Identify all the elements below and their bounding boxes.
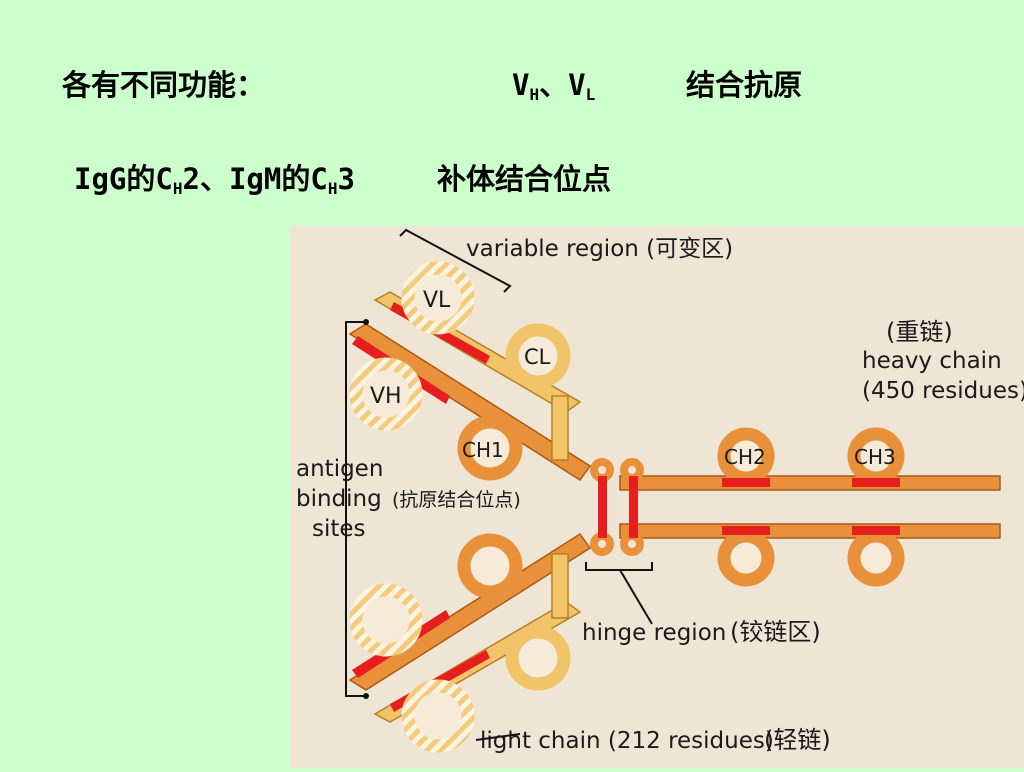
ch2-domain — [717, 427, 775, 587]
variable-region-label: variable region (可变区) — [466, 236, 733, 262]
antigen-site-bracket — [345, 321, 364, 697]
ch1-domain-lower — [457, 533, 523, 599]
binding-cn-label: (抗原结合位点) — [392, 489, 521, 511]
function-heading: 各有不同功能： — [62, 68, 266, 102]
cl-domain-upper: CL — [505, 323, 571, 389]
cl-domain-lower — [505, 625, 571, 691]
heavy-chain-cn-label: (重链) — [886, 318, 953, 346]
ch1-label: CH1 — [462, 438, 504, 462]
antigen-label: antigen — [296, 456, 383, 482]
ch1-domain-upper: CH1 — [457, 415, 523, 481]
igg-igm-label: IgG的CH2、IgM的CH3 — [74, 162, 355, 198]
hinge-label: hinge region — [582, 620, 726, 646]
ch2-label: CH2 — [724, 445, 766, 469]
heavy-chain-upper — [619, 475, 1001, 539]
cl-label: CL — [524, 345, 551, 369]
vh-vl-label: VH、VL — [512, 68, 596, 104]
heavy-residues-label: (450 residues) — [862, 378, 1024, 404]
vh-label: VH — [370, 384, 402, 409]
complement-binding-function: 补体结合位点 — [437, 162, 612, 196]
hinge-disulfide-bonds — [598, 476, 638, 538]
antibody-structure-svg: VL CL VH CH1 CH2 CH3 variable regi — [296, 228, 1024, 754]
vl-label: VL — [423, 288, 451, 313]
binding-label: binding — [296, 486, 382, 512]
antigen-binding-function: 结合抗原 — [686, 68, 803, 102]
antibody-diagram: VL CL VH CH1 CH2 CH3 variable regi — [290, 226, 1024, 768]
light-chain-cn-label: (轻链) — [764, 726, 831, 754]
vl-domain-upper: VL — [401, 261, 475, 335]
intrachain-disulfide — [722, 478, 900, 535]
hinge-cn-label: (铰链区) — [730, 618, 821, 646]
hinge-bracket — [585, 562, 653, 571]
vl-domain-lower — [401, 679, 475, 753]
vh-domain-lower — [349, 583, 423, 657]
light-chain-label: light chain (212 residues) — [480, 728, 774, 754]
heavy-chain-label: heavy chain — [862, 348, 1002, 374]
variable-region-bracket — [399, 228, 512, 293]
sites-label: sites — [312, 516, 366, 542]
vh-domain-upper: VH — [349, 357, 423, 431]
ch3-label: CH3 — [854, 445, 896, 469]
